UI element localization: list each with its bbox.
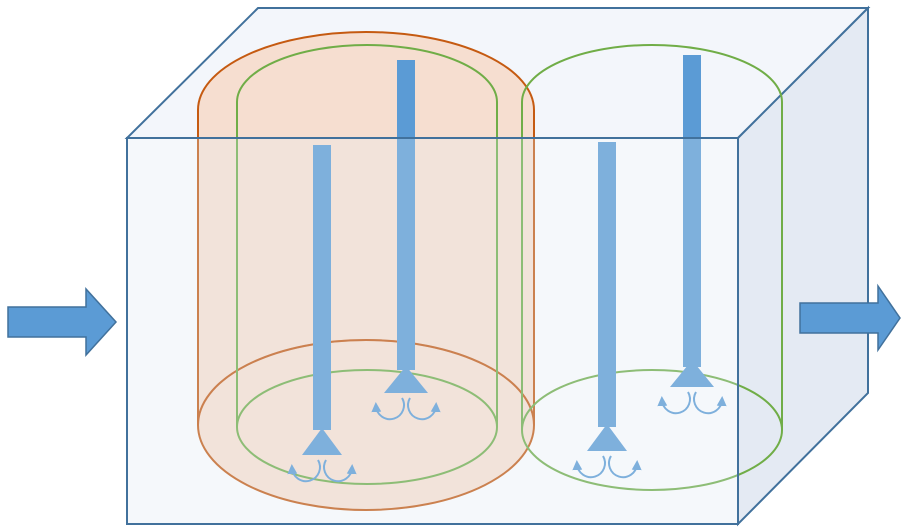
mixing-zone-right — [521, 44, 783, 491]
aerator-tube-1 — [287, 145, 357, 483]
mixing-zone-left — [236, 44, 498, 485]
inlet-arrow — [7, 287, 118, 357]
aerator-tube-3 — [572, 142, 642, 479]
vessel-front-face — [126, 137, 739, 525]
outlet-arrow — [799, 283, 901, 353]
aerator-tube-4 — [657, 55, 727, 415]
outer-tank — [197, 31, 535, 511]
